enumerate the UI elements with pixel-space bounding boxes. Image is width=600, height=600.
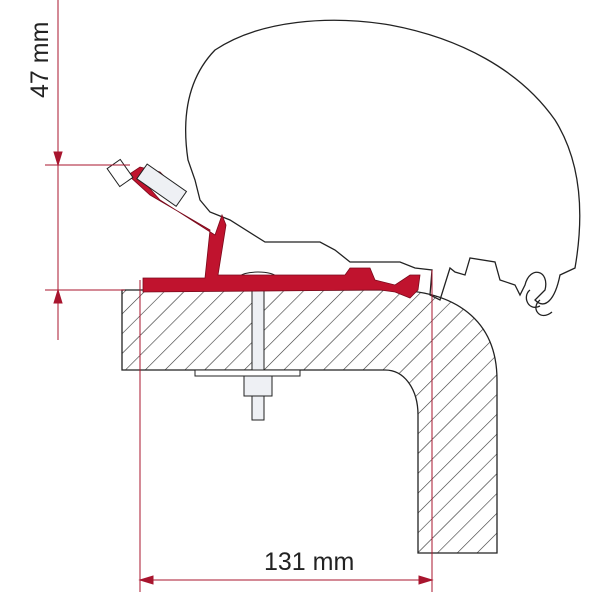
arrow-right-icon (418, 575, 434, 585)
arrow-down-icon (53, 151, 63, 167)
awning-roller-lobes (525, 289, 553, 317)
arrow-up-icon (53, 288, 63, 304)
adapter-profile (127, 166, 421, 299)
height-label: 47 mm (26, 22, 54, 98)
width-dimension (138, 270, 434, 592)
arrow-left-icon (138, 575, 154, 585)
width-label: 131 mm (264, 548, 354, 576)
roof-section (121, 289, 498, 554)
clamp-bolt (106, 158, 188, 207)
awning-case-outline (184, 19, 581, 305)
height-dimension (45, 0, 130, 340)
